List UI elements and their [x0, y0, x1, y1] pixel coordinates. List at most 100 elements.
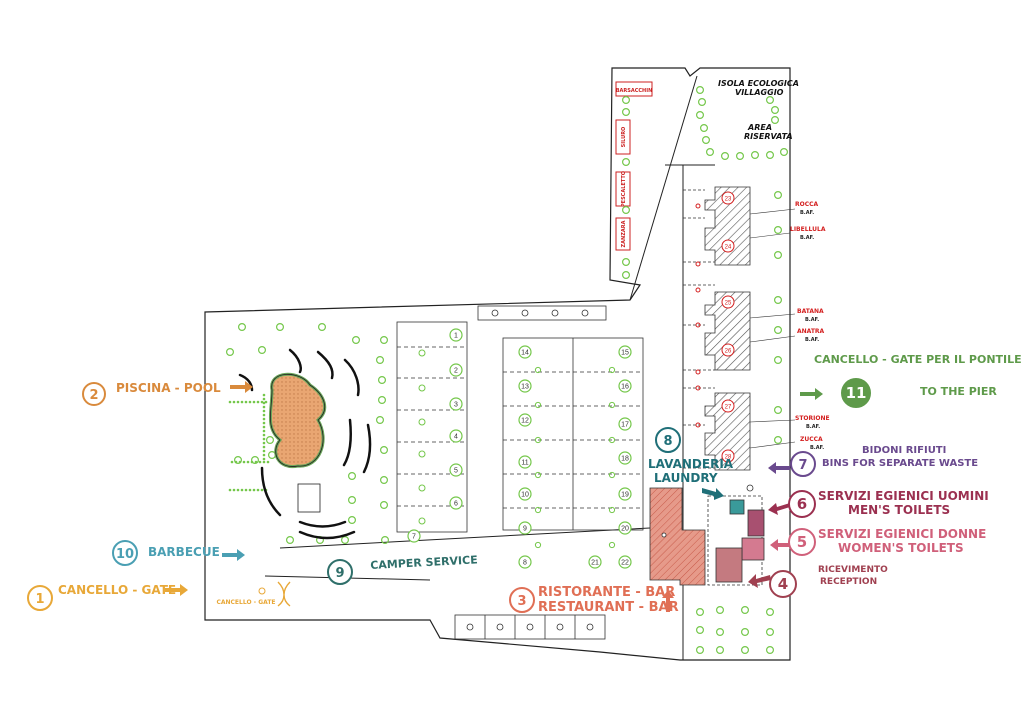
label-batana: BATANA B.AF.	[749, 308, 824, 323]
tree	[770, 105, 779, 114]
legend-label-barbecue: BARBECUE	[148, 545, 220, 559]
pitch-tree	[534, 401, 542, 409]
svg-text:10: 10	[521, 492, 529, 499]
svg-text:18: 18	[621, 456, 629, 463]
pitch-marker: 8	[518, 555, 532, 569]
pitch-marker: 17	[618, 417, 632, 431]
svg-text:8: 8	[663, 434, 672, 449]
legend-label-pier-it: CANCELLO - GATE PER IL PONTILE	[814, 353, 1022, 366]
tree	[380, 336, 389, 345]
svg-text:5: 5	[454, 468, 458, 475]
tree	[380, 501, 389, 510]
pitch-marker: 16	[618, 379, 632, 393]
tree	[773, 436, 782, 445]
tree	[695, 645, 704, 654]
hedge-dot	[262, 433, 266, 437]
svg-text:19: 19	[621, 492, 629, 499]
hedge-dot	[248, 488, 252, 492]
label-rocca: ROCCA B.AF.	[749, 201, 819, 216]
svg-text:3: 3	[454, 402, 458, 409]
hedge-dot	[244, 400, 248, 404]
trees	[226, 85, 788, 654]
pitch-marker: 14	[518, 345, 532, 359]
tree	[715, 605, 724, 614]
svg-text:1: 1	[35, 592, 44, 607]
hedge-dot	[238, 460, 242, 464]
svg-text:15: 15	[621, 350, 629, 357]
tree	[621, 271, 630, 280]
tree	[348, 472, 357, 481]
tree	[266, 436, 275, 445]
bldg-siluro: SILURO	[621, 127, 627, 148]
tree	[735, 152, 744, 161]
legend-marker-3: 3	[509, 587, 535, 613]
legend-label-pier-en: TO THE PIER	[920, 385, 997, 398]
riservata-line1: AREA	[747, 123, 772, 132]
tree	[376, 416, 385, 425]
batana-name: BATANA	[797, 308, 824, 315]
svg-text:6: 6	[454, 501, 458, 508]
hedge-dot	[262, 417, 266, 421]
pitch-tree	[608, 541, 616, 549]
pitch-marker: 15	[618, 345, 632, 359]
hedge-dot	[262, 413, 266, 417]
arrow-barbecue	[222, 549, 245, 561]
legend-label-bins-it: BIDONI RIFIUTI	[862, 445, 947, 456]
legend-marker-5: 5	[788, 528, 816, 556]
svg-text:27: 27	[725, 405, 732, 411]
tree	[376, 356, 385, 365]
riservata-line2: RISERVATA	[744, 132, 793, 141]
pitch-marker: 11	[518, 455, 532, 469]
zucca-sub: B.AF.	[810, 445, 824, 451]
arrow-bins	[768, 462, 790, 474]
tree	[765, 607, 774, 616]
svg-text:13: 13	[521, 384, 529, 391]
hedge-dot	[232, 488, 236, 492]
bungalows	[683, 186, 751, 471]
arrows	[165, 381, 823, 612]
hedge-dot	[252, 488, 256, 492]
pitch-tree	[608, 366, 616, 374]
hedge-dot	[248, 400, 252, 404]
rocca-name: ROCCA	[795, 201, 819, 208]
pitch-marker: 12	[518, 413, 532, 427]
legend-label-pool: PISCINA - POOL	[116, 381, 221, 395]
hedge-dot	[262, 401, 266, 405]
tree	[715, 627, 724, 636]
arrow-pool	[230, 381, 253, 393]
tree	[348, 515, 357, 524]
pitch-marker: 20	[618, 521, 632, 535]
svg-text:2: 2	[89, 388, 98, 403]
tree	[621, 258, 630, 267]
tree	[773, 406, 782, 415]
legend-label-reception-en: RECEPTION	[820, 577, 878, 587]
tree	[765, 645, 774, 654]
svg-text:14: 14	[521, 350, 529, 357]
tree	[381, 535, 390, 544]
hedge-dot	[262, 437, 266, 441]
service-buildings	[649, 484, 765, 586]
hedge-dot	[262, 425, 266, 429]
hedge-dot	[262, 453, 266, 457]
svg-text:5: 5	[797, 533, 807, 551]
hedge-dot	[240, 488, 244, 492]
legend-label-laundry-en: LAUNDRY	[654, 471, 718, 485]
tree	[621, 107, 630, 116]
pitch-marker: 22	[618, 555, 632, 569]
bungalow-number: 23	[721, 191, 735, 205]
pitch-grid-middle	[502, 337, 644, 531]
site-boundary	[204, 67, 791, 661]
pitch-tree	[534, 541, 542, 549]
pitch-marker: 7	[407, 529, 421, 543]
tree	[238, 323, 247, 332]
storione-sub: B.AF.	[806, 424, 820, 430]
legend-marker-6: 6	[788, 490, 816, 518]
hedge-dot	[262, 457, 266, 461]
pitch-marker: 21	[588, 555, 602, 569]
svg-text:17: 17	[621, 422, 629, 429]
tree	[705, 148, 714, 157]
hedge-dot	[262, 445, 266, 449]
libellula-sub: B.AF.	[800, 235, 814, 241]
svg-text:3: 3	[517, 594, 526, 609]
